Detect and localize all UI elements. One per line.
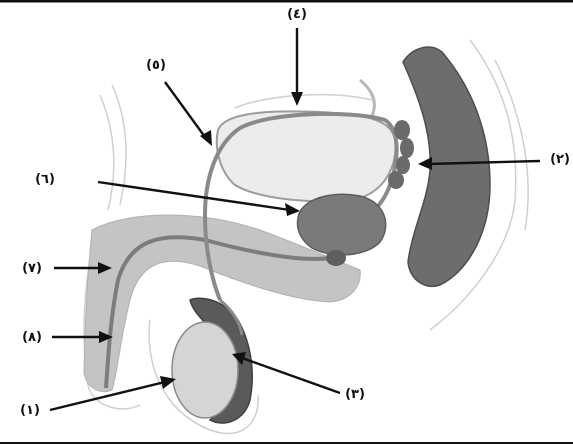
testis [172,322,238,418]
label-4: (٤) [287,7,307,22]
label-7: (٧) [22,261,42,276]
label-1: (١) [20,403,40,418]
label-5: (٥) [146,58,166,73]
prostate [298,194,386,255]
label-3: (٣) [345,387,365,402]
label-2: (٢) [550,152,570,167]
label-8: (٨) [22,330,42,345]
bulbourethral-gland [326,250,346,266]
rectum [403,47,490,286]
label-6: (٦) [35,172,55,187]
